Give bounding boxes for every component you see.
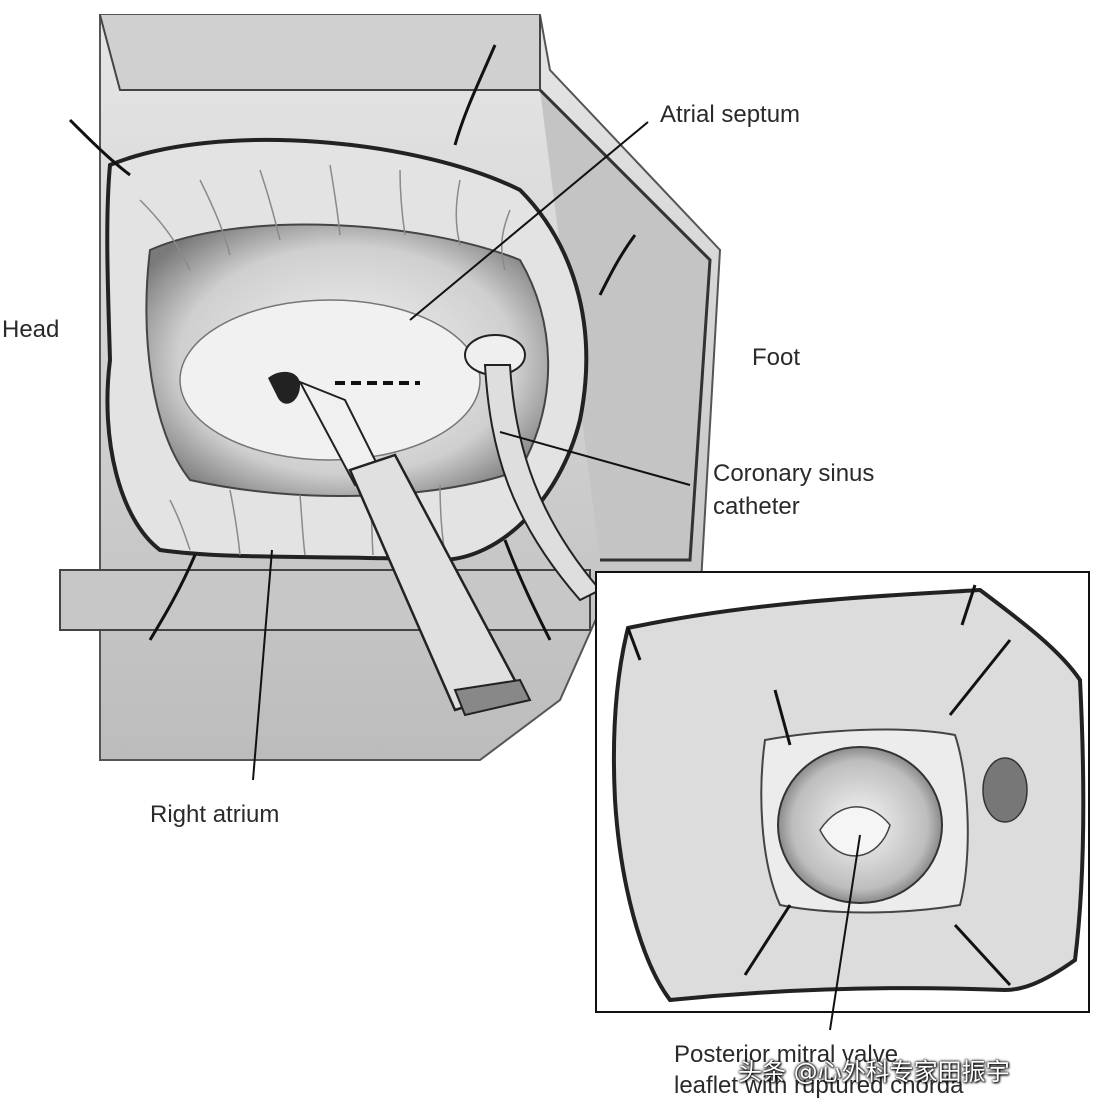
posterior-leaflet-label-line2: leaflet with ruptured chorda xyxy=(674,1072,964,1099)
coronary-sinus-catheter xyxy=(464,334,602,602)
watermark-text: 头条 @心外科专家田振宇 xyxy=(738,1058,1010,1086)
posterior-leaflet-label-line1: Posterior mitral valve xyxy=(674,1041,899,1068)
sutures xyxy=(68,44,637,641)
coronary-sinus-label-line1: Coronary sinus xyxy=(713,460,875,487)
head-label: Head xyxy=(2,316,60,343)
leader-lines xyxy=(252,121,691,781)
foot-label: Foot xyxy=(752,344,801,371)
right-atrium-label: Right atrium xyxy=(150,801,280,828)
atrial-opening xyxy=(105,137,589,563)
atrial-septum-label: Atrial septum xyxy=(660,101,801,128)
coronary-sinus-label-line2: catheter xyxy=(713,493,800,520)
scalpel xyxy=(297,380,532,717)
inset-panel xyxy=(595,571,1090,1031)
